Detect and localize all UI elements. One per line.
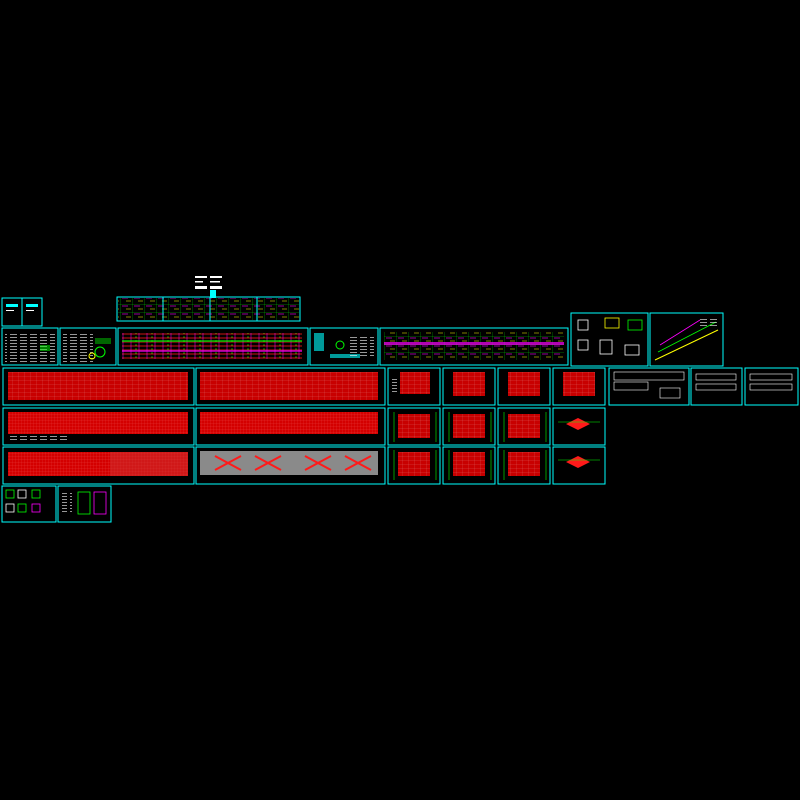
roof-plan-d2[interactable] [442, 446, 496, 485]
roof-plan-d4[interactable] [552, 446, 606, 485]
column-plan-c1[interactable] [387, 407, 441, 446]
elevation-sheet-2[interactable] [195, 446, 386, 485]
foundation-plan-2[interactable] [195, 367, 386, 406]
floor-plan-unit-b2[interactable] [442, 367, 496, 406]
schedule-sheet-2[interactable] [690, 367, 743, 406]
cover-sheet[interactable] [1, 297, 43, 327]
roof-plan-d1[interactable] [387, 446, 441, 485]
column-plan-c3[interactable] [497, 407, 551, 446]
framing-plan-1[interactable] [2, 407, 195, 446]
framing-plan-2[interactable] [195, 407, 386, 446]
plan-sheet-wide-2[interactable] [379, 327, 569, 366]
plan-sheet-wide-1[interactable] [117, 327, 309, 366]
schedule-sheet-1[interactable] [608, 367, 690, 406]
general-notes-sheet-1[interactable] [1, 327, 59, 366]
floor-plan-unit-b1[interactable] [387, 367, 441, 406]
stair-section-sheet[interactable] [649, 312, 724, 367]
detail-sheet-small[interactable] [309, 327, 379, 366]
column-plan-c2[interactable] [442, 407, 496, 446]
stair-detail-sheet[interactable] [570, 312, 649, 367]
general-notes-sheet-2[interactable] [59, 327, 117, 366]
elevation-sheet-1[interactable] [2, 446, 195, 485]
schedule-sheet-3[interactable] [744, 367, 799, 406]
floor-plan-unit-b4[interactable] [552, 367, 606, 406]
detail-sheet-e1[interactable] [1, 485, 57, 523]
floor-plan-unit-b3[interactable] [497, 367, 551, 406]
foundation-plan-1[interactable] [2, 367, 195, 406]
detail-sheet-e2[interactable] [57, 485, 112, 523]
roof-plan-d3[interactable] [497, 446, 551, 485]
top-plan-strip[interactable] [116, 290, 301, 322]
column-plan-c4[interactable] [552, 407, 606, 446]
top-title-fragments [195, 276, 222, 289]
